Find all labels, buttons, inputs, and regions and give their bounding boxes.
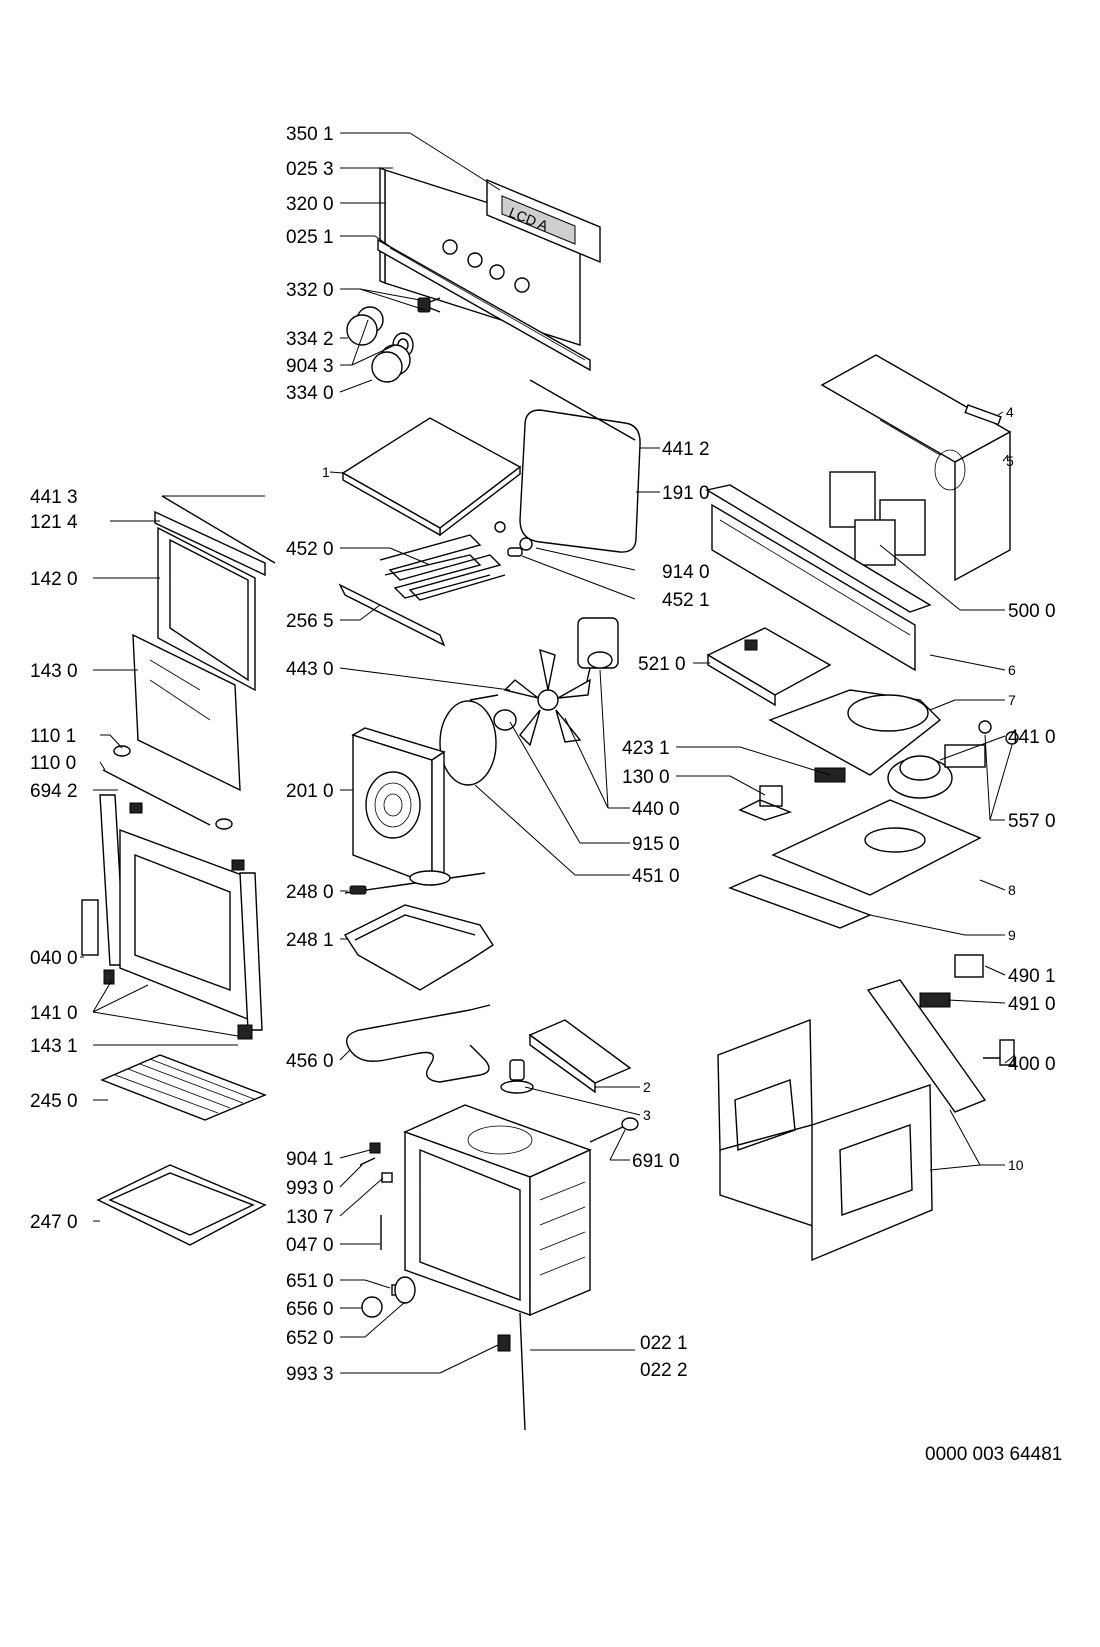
label-500-0: 500 0	[1008, 601, 1056, 622]
door-seal	[519, 379, 641, 553]
label-915-0: 915 0	[632, 834, 680, 855]
label-441-3: 441 3	[30, 487, 78, 508]
rear-fan-cover	[351, 727, 446, 887]
spit-frame	[343, 904, 494, 991]
label-656-0: 656 0	[286, 1299, 334, 1320]
label-651-0: 651 0	[286, 1271, 334, 1292]
label-245-0: 245 0	[30, 1091, 78, 1112]
label-item-4: 4	[1006, 404, 1014, 420]
label-443-0: 443 0	[286, 659, 334, 680]
part-number-labels: 350 1 025 3 320 0 025 1 332 0 334 2 904 …	[30, 124, 1056, 1385]
label-247-0: 247 0	[30, 1212, 78, 1233]
label-332-0: 332 0	[286, 280, 334, 301]
label-item-7: 7	[1008, 692, 1016, 708]
label-item-6: 6	[1008, 662, 1016, 678]
label-110-1: 110 1	[30, 726, 76, 747]
oven-cavity	[403, 1104, 592, 1317]
drawing-number: 0000 003 64481	[925, 1444, 1062, 1465]
label-521-0: 521 0	[638, 654, 686, 675]
label-191-0: 191 0	[662, 483, 710, 504]
fan-ring	[439, 694, 499, 786]
label-652-0: 652 0	[286, 1328, 334, 1349]
label-423-1: 423 1	[622, 738, 670, 759]
grill-element	[338, 521, 533, 647]
label-142-0: 142 0	[30, 569, 78, 590]
label-441-0: 441 0	[1008, 727, 1056, 748]
label-557-0: 557 0	[1008, 811, 1056, 832]
label-130-0: 130 0	[622, 767, 670, 788]
label-022-2: 022 2	[640, 1360, 688, 1381]
label-320-0: 320 0	[286, 194, 334, 215]
control-panel-assembly: LCD A	[346, 166, 601, 383]
label-452-1: 452 1	[662, 590, 710, 611]
label-248-0: 248 0	[286, 882, 334, 903]
fan-motor	[577, 617, 619, 691]
label-121-4: 121 4	[30, 512, 78, 533]
label-441-2: 441 2	[662, 439, 710, 460]
rotisserie-spit	[344, 870, 486, 895]
label-256-5: 256 5	[286, 611, 334, 632]
lamp-cover-plate	[528, 1019, 632, 1094]
cooling-fan	[887, 720, 1019, 799]
label-904-3: 904 3	[286, 356, 334, 377]
baking-tray	[96, 1164, 267, 1246]
label-491-0: 491 0	[1008, 994, 1056, 1015]
label-130-7: 130 7	[286, 1207, 334, 1228]
base-plate	[728, 799, 982, 929]
label-334-0: 334 0	[286, 383, 334, 404]
rear-panel	[705, 484, 932, 672]
cooling-duct	[768, 689, 942, 776]
label-904-1: 904 1	[286, 1149, 334, 1170]
door-assembly	[81, 495, 276, 1040]
label-691-0: 691 0	[632, 1151, 680, 1172]
cavity-small-parts	[359, 1117, 639, 1431]
oven-top-plate	[341, 417, 522, 537]
label-456-0: 456 0	[286, 1051, 334, 1072]
main-pcb	[706, 627, 832, 707]
label-248-1: 248 1	[286, 930, 334, 951]
label-item-10: 10	[1008, 1157, 1024, 1173]
label-400-0: 400 0	[1008, 1054, 1056, 1075]
label-201-0: 201 0	[286, 781, 334, 802]
label-047-0: 047 0	[286, 1235, 334, 1256]
label-item-8: 8	[1008, 882, 1016, 898]
label-440-0: 440 0	[632, 799, 680, 820]
label-item-9: 9	[1008, 927, 1016, 943]
label-993-0: 993 0	[286, 1178, 334, 1199]
label-350-1: 350 1	[286, 124, 334, 145]
wire-rack	[100, 1054, 267, 1121]
electronic-modules	[829, 471, 926, 566]
label-490-1: 490 1	[1008, 966, 1056, 987]
fan-blade	[493, 648, 591, 747]
leader-lines	[80, 132, 1016, 1374]
label-item-1: 1	[322, 464, 330, 480]
label-143-1: 143 1	[30, 1036, 78, 1057]
label-452-0: 452 0	[286, 539, 334, 560]
item-number-labels: 1 2 3 4 5 6 7 8 9 10	[322, 404, 1024, 1173]
label-item-5: 5	[1006, 453, 1014, 469]
label-022-1: 022 1	[640, 1333, 688, 1354]
bottom-heating-element	[346, 1004, 491, 1083]
label-914-0: 914 0	[662, 562, 710, 583]
terminal-parts	[738, 767, 846, 821]
label-item-2: 2	[643, 1079, 651, 1095]
label-110-0: 110 0	[30, 753, 76, 774]
side-components	[866, 954, 1015, 1113]
label-334-2: 334 2	[286, 329, 334, 350]
label-451-0: 451 0	[632, 866, 680, 887]
outer-casing-top	[820, 354, 1012, 582]
label-025-3: 025 3	[286, 159, 334, 180]
label-025-1: 025 1	[286, 227, 334, 248]
label-040-0: 040 0	[30, 948, 78, 969]
label-143-0: 143 0	[30, 661, 78, 682]
label-694-2: 694 2	[30, 781, 78, 802]
outer-casing-sides	[717, 1018, 933, 1262]
label-993-3: 993 3	[286, 1364, 334, 1385]
label-item-3: 3	[643, 1107, 651, 1123]
label-141-0: 141 0	[30, 1003, 78, 1024]
lamp-holder	[500, 1059, 534, 1094]
